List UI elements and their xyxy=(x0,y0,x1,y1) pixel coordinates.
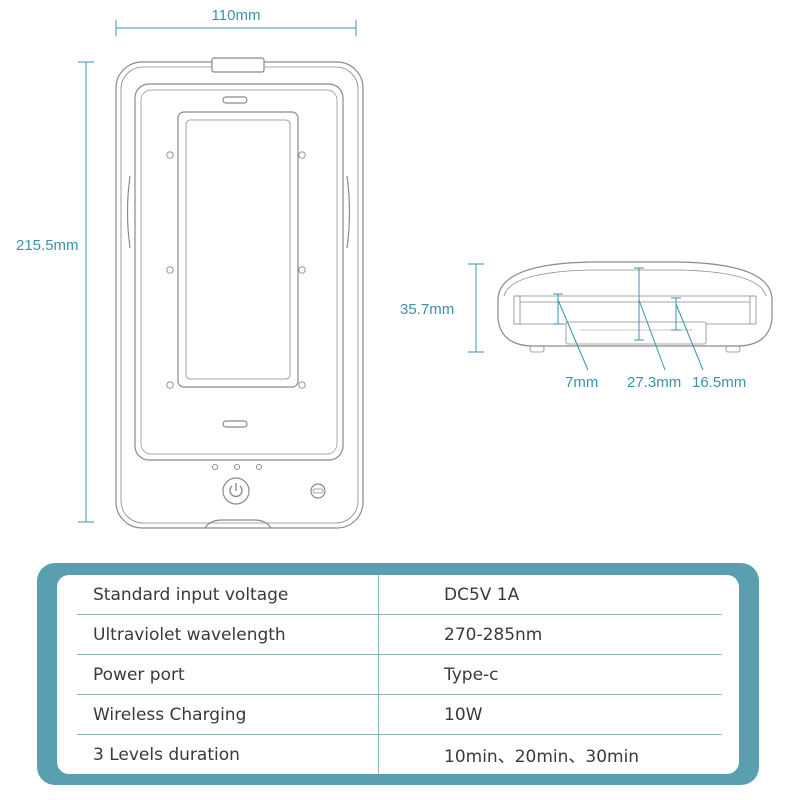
height-label: 215.5mm xyxy=(16,237,79,254)
internal-dimensions xyxy=(553,267,704,371)
side-body xyxy=(497,261,773,347)
table-row: 3 Levels duration 10min、20min、30min xyxy=(77,734,722,774)
spec-label-uv-wavelength: Ultraviolet wavelength xyxy=(77,614,379,655)
width-dimension xyxy=(115,20,357,36)
device-inner-shell xyxy=(120,66,359,524)
table-row: Standard input voltage DC5V 1A xyxy=(77,575,722,615)
thickness-dimension xyxy=(468,263,484,353)
spec-label-input-voltage: Standard input voltage xyxy=(77,575,379,615)
power-icon xyxy=(229,483,243,498)
product-drawing: 110mm 215.5mm xyxy=(16,7,773,529)
spec-value-power-port: Type-c xyxy=(378,654,722,695)
dim-16-5mm-label: 16.5mm xyxy=(692,374,746,391)
phone-tray xyxy=(177,111,299,388)
bottom-tab xyxy=(204,519,272,529)
tray-pins xyxy=(166,151,306,389)
phone-tray-inner xyxy=(185,119,291,380)
left-foot xyxy=(529,345,545,353)
spec-table: Standard input voltage DC5V 1A Ultraviol… xyxy=(77,575,722,774)
spec-value-wireless-charging: 10W xyxy=(378,694,722,735)
device-front-view xyxy=(115,57,364,529)
right-foot xyxy=(725,345,741,353)
device-outer-shell xyxy=(115,61,364,529)
spec-label-levels-duration: 3 Levels duration xyxy=(93,744,240,765)
dim-27-3mm-label: 27.3mm xyxy=(627,374,681,391)
lid-bottom-clip xyxy=(222,420,248,428)
power-button xyxy=(222,477,250,505)
spec-label-power-port: Power port xyxy=(77,654,379,695)
device-lid xyxy=(134,83,344,461)
width-label: 110mm xyxy=(212,7,261,24)
spec-value-input-voltage: DC5V 1A xyxy=(378,575,722,615)
table-row: Ultraviolet wavelength 270-285nm xyxy=(77,614,722,655)
left-grip xyxy=(126,175,131,249)
table-row: Wireless Charging 10W xyxy=(77,694,722,735)
level-indicator-leds xyxy=(211,463,263,471)
device-lid-inner xyxy=(140,89,338,455)
spec-label-wireless-charging: Wireless Charging xyxy=(77,694,379,735)
right-grip xyxy=(346,175,351,249)
height-dimension xyxy=(78,61,94,523)
table-row: Power port Type-c xyxy=(77,654,722,695)
spec-value-levels-duration: 10min、20min、30min xyxy=(378,734,722,774)
spec-value-uv-wavelength: 270-285nm xyxy=(378,614,722,655)
type-c-port xyxy=(310,483,326,499)
top-latch xyxy=(211,57,265,73)
lid-top-clip xyxy=(222,96,248,104)
spec-card-inner: Standard input voltage DC5V 1A Ultraviol… xyxy=(57,575,739,774)
thickness-label: 35.7mm xyxy=(400,301,454,318)
spec-card: Standard input voltage DC5V 1A Ultraviol… xyxy=(37,563,759,785)
dim-7mm-label: 7mm xyxy=(565,374,598,391)
side-inner-tray xyxy=(565,321,707,345)
device-side-view xyxy=(497,261,773,353)
